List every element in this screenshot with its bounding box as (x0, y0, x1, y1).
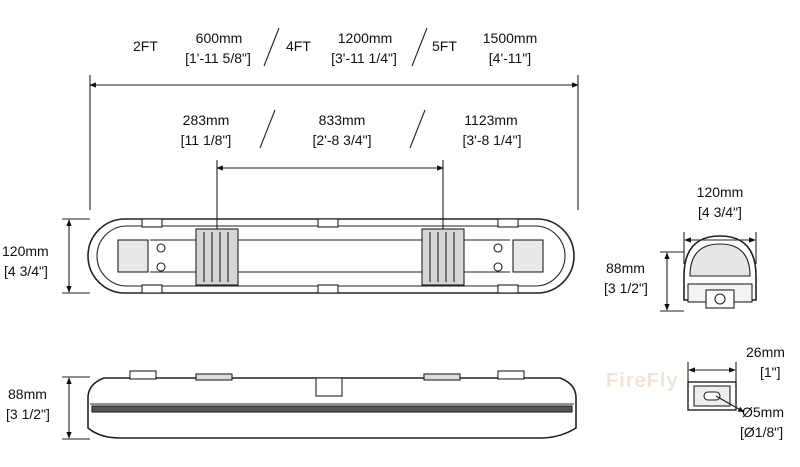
clip-spacing-2ft-mm: 283mm (182, 112, 230, 128)
clip-spacing-4ft-imperial: [2'-8 3/4"] (312, 132, 372, 148)
clip-spacing-dimension-line (216, 160, 444, 232)
clip-width-mm: 26mm (746, 344, 785, 360)
top-view-height-mm: 120mm (2, 243, 49, 259)
end-view-height-imperial: [3 1/2"] (604, 280, 648, 296)
luminaire-side-view (87, 370, 577, 439)
mounting-clip (421, 228, 465, 286)
mounting-clip (195, 228, 239, 286)
length-5ft-mm: 1500mm (482, 30, 538, 46)
clip-width-dimension (687, 362, 737, 382)
length-2ft-mm: 600mm (195, 30, 243, 46)
end-view-height-mm: 88mm (606, 260, 645, 276)
top-view-height-dimension (62, 218, 90, 294)
end-view-width-imperial: [4 3/4"] (698, 204, 742, 220)
length-4ft-mm: 1200mm (337, 30, 393, 46)
length-4ft-label: 4FT (286, 38, 311, 54)
length-4ft-imperial: [3'-11 1/4"] (331, 50, 397, 66)
separator (259, 109, 276, 149)
top-view-height-imperial: [4 3/4"] (4, 263, 48, 279)
watermark-logo: FireFly (606, 370, 679, 392)
separator (409, 109, 426, 149)
side-view-height-dimension (62, 376, 90, 440)
separator (263, 27, 280, 67)
clip-spacing-5ft-mm: 1123mm (464, 112, 518, 128)
hole-diameter-mm: Ø5mm (742, 404, 784, 420)
length-2ft-imperial: [1'-11 5/8"] (185, 50, 251, 66)
end-view-height-dimension (660, 251, 684, 312)
clip-spacing-2ft-imperial: [11 1/8"] (180, 132, 232, 148)
length-dimension-line (89, 75, 579, 210)
hole-diameter-imperial: [Ø1/8"] (740, 424, 784, 440)
clip-spacing-5ft-imperial: [3'-8 1/4"] (462, 132, 522, 148)
length-5ft-imperial: [4'-11"] (488, 50, 532, 66)
length-5ft-label: 5FT (432, 38, 457, 54)
clip-spacing-4ft-mm: 833mm (318, 112, 366, 128)
end-view-width-mm: 120mm (696, 184, 744, 200)
luminaire-end-view (683, 235, 757, 309)
side-view-height-mm: 88mm (8, 386, 47, 402)
hole-leader-line (715, 395, 745, 413)
luminaire-top-view (87, 218, 575, 294)
clip-detail (687, 381, 737, 411)
clip-width-imperial: [1"] (760, 364, 781, 380)
end-view-width-dimension (683, 232, 757, 264)
separator (411, 27, 428, 67)
side-view-height-imperial: [3 1/2"] (6, 406, 50, 422)
length-2ft-label: 2FT (133, 38, 158, 54)
